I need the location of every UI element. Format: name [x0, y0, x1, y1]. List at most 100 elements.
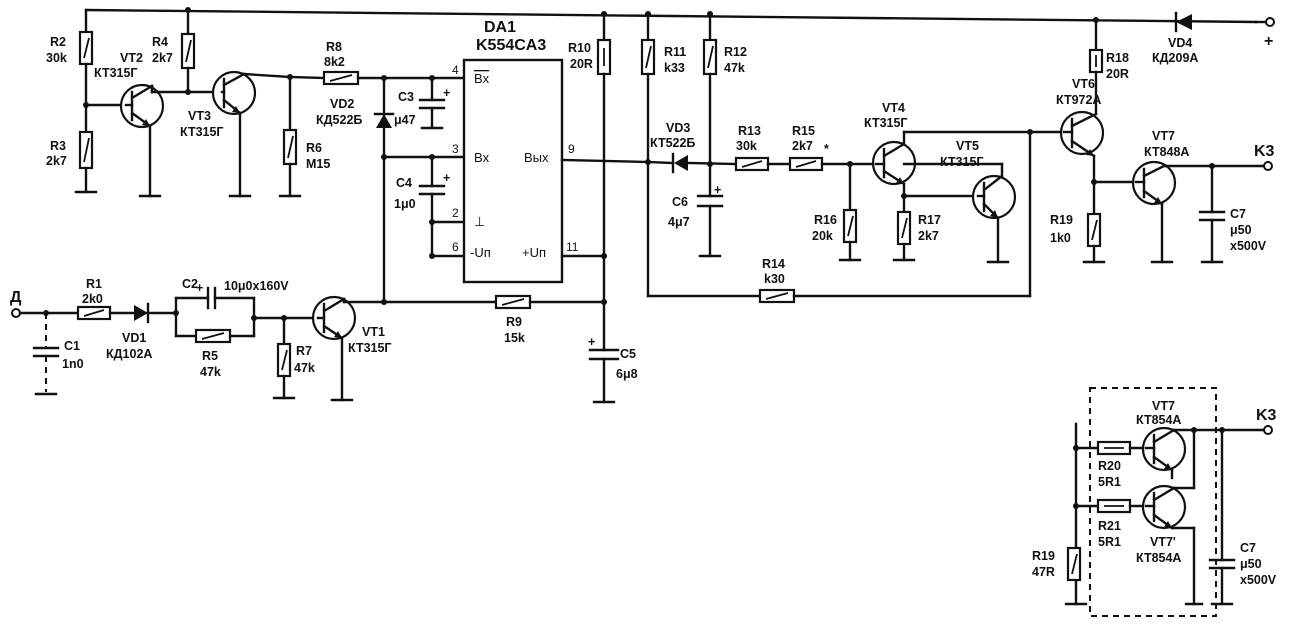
c1-ref: C1 [64, 339, 80, 353]
ic-pin-number-2: 2 [452, 206, 459, 220]
r8-value: 8k2 [324, 55, 345, 69]
c3-plus: + [443, 86, 450, 100]
vt7-ref: VT7 [1152, 129, 1175, 143]
r15-mark: * [824, 142, 829, 156]
vd2-ref: VD2 [330, 97, 354, 111]
inset-r21-value: 5R1 [1098, 535, 1121, 549]
ic-ref: DA1 [484, 19, 516, 36]
r6-value: M15 [306, 157, 330, 171]
inset-vt7-ref: VT7 [1152, 399, 1175, 413]
transistor-vt4: VT4 КТ315Г [864, 101, 1032, 214]
resistor-r12: R12 47k [702, 12, 747, 198]
transistor-vt7: VT7 КТ848А [1131, 129, 1189, 264]
transistor-vt2: VT2 КТ315Г [94, 51, 165, 198]
r18-ref: R18 [1106, 51, 1129, 65]
vt1-ref: VT1 [362, 325, 385, 339]
terminal-plus: + [1264, 17, 1275, 50]
capacitor-c6: + C6 4μ7 [668, 183, 724, 258]
terminal-k3-label: K3 [1254, 143, 1275, 160]
r3-value: 2k7 [46, 154, 67, 168]
c3-value: μ47 [394, 113, 416, 127]
r10-ref: R10 [568, 41, 591, 55]
resistor-r9: R9 15k [494, 294, 606, 345]
r16-value: 20k [812, 229, 833, 243]
inset-r20-value: 5R1 [1098, 475, 1121, 489]
resistor-r15: R15 2k7 * [788, 124, 878, 172]
capacitor-c3: + C3 μ47 [394, 76, 450, 130]
ic-pin-vneg: -Uп [470, 245, 491, 260]
capacitor-c1: C1 1n0 [32, 313, 84, 396]
c2-plus: + [196, 281, 203, 295]
resistor-r11: R11 k33 [640, 12, 686, 298]
inset-c7-value: μ50 [1240, 557, 1262, 571]
c7-rating: x500V [1230, 239, 1267, 253]
r16-ref: R16 [814, 213, 837, 227]
capacitor-c7: C7 μ50 x500V [1198, 164, 1267, 264]
r4-value: 2k7 [152, 51, 173, 65]
ic-pin-number-4: 4 [452, 63, 459, 77]
vt6-value: КТ972А [1056, 93, 1101, 107]
c5-value: 6μ8 [616, 367, 638, 381]
diode-vd2: VD2 КД522Б [316, 76, 395, 304]
c4-plus: + [443, 171, 450, 185]
ic-pin-ground: ⊥ [474, 214, 485, 229]
c6-value: 4μ7 [668, 215, 690, 229]
c1-value: 1n0 [62, 357, 84, 371]
resistor-r16: R16 20k [812, 162, 862, 262]
c5-ref: C5 [620, 347, 636, 361]
diode-vd3: VD3 КТ522Б [646, 121, 738, 174]
r19-ref: R19 [1050, 213, 1073, 227]
r11-value: k33 [664, 61, 685, 75]
r15-ref: R15 [792, 124, 815, 138]
ic-pin-noninverting: Bx [474, 150, 490, 165]
r15-value: 2k7 [792, 139, 813, 153]
r4-ref: R4 [152, 35, 168, 49]
r19-value: 1k0 [1050, 231, 1071, 245]
capacitor-c2: + C2 10μ0x160V [174, 277, 289, 320]
terminal-k3-output[interactable]: K3 [1254, 143, 1275, 171]
terminal-k3-inset-label: K3 [1256, 407, 1277, 424]
r14-value: k30 [764, 272, 785, 286]
transistor-vt1: VT1 КТ315Г [311, 295, 392, 402]
ic-pin-output: Bых [524, 150, 549, 165]
resistor-r6: R6 M15 [278, 75, 330, 198]
resistor-r2: R2 30k [46, 8, 94, 134]
vt3-ref: VT3 [188, 109, 211, 123]
c6-plus: + [714, 183, 721, 197]
c2-value: 10μ0x160V [224, 279, 289, 293]
vd1-value: КД102А [106, 347, 152, 361]
r12-value: 47k [724, 61, 745, 75]
vt5-ref: VT5 [956, 139, 979, 153]
transistor-vt5: VT5 КТ315Г [940, 139, 1017, 264]
capacitor-c4: + C4 1μ0 [394, 155, 450, 258]
c7-ref: C7 [1230, 207, 1246, 221]
resistor-r18: R18 20R [1088, 18, 1129, 116]
inset-r21-ref: R21 [1098, 519, 1121, 533]
c4-value: 1μ0 [394, 197, 416, 211]
r17-value: 2k7 [918, 229, 939, 243]
vd4-value: КД209А [1152, 51, 1198, 65]
resistor-r17: R17 2k7 [892, 210, 941, 262]
resistor-r8: R8 8k2 [288, 40, 434, 86]
ic-da1: DA1 K554CA3 Bx Bx Bых ⊥ -Uп +Uп 4 3 2 6 … [452, 19, 579, 284]
inset-alternative-output-stage: R20 5R1 R21 5R1 VT7 КТ854А VT7' КТ854А [1032, 387, 1277, 617]
vt3-value: КТ315Г [180, 125, 224, 139]
resistor-r10: R10 20R [568, 12, 612, 352]
diode-vd1: VD1 КД102А [106, 302, 178, 361]
r8-ref: R8 [326, 40, 342, 54]
r10-value: 20R [570, 57, 593, 71]
c7-value: μ50 [1230, 223, 1252, 237]
terminal-k3-inset[interactable]: K3 [1256, 407, 1277, 435]
resistor-r7: R7 47k [272, 316, 315, 400]
vd2-value: КД522Б [316, 113, 362, 127]
ic-pin-inverting: Bx [474, 71, 490, 86]
inset-r19-ref: R19 [1032, 549, 1055, 563]
inset-vt7b-value: КТ854А [1136, 551, 1181, 565]
resistor-r5: R5 47k [174, 311, 256, 379]
r5-value: 47k [200, 365, 221, 379]
r2-ref: R2 [50, 35, 66, 49]
c2-ref: C2 [182, 277, 198, 291]
r3-ref: R3 [50, 139, 66, 153]
vt4-ref: VT4 [882, 101, 905, 115]
